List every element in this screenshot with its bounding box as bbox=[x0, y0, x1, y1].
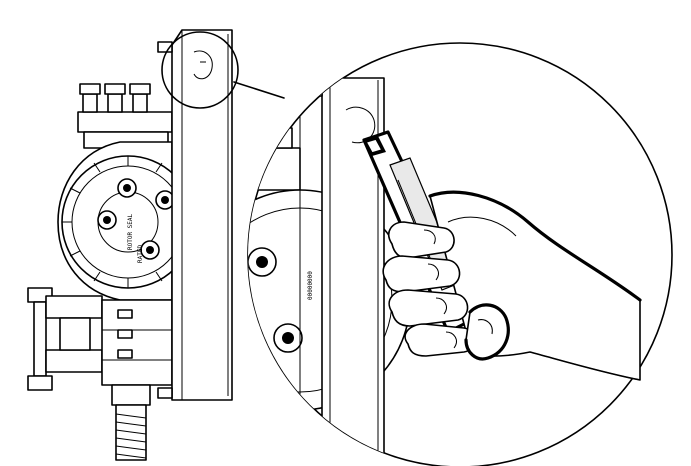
magnified-detail: 00000000 bbox=[190, 43, 672, 466]
svg-text:ROTOR SEAL: ROTOR SEAL bbox=[127, 213, 134, 250]
threaded-fitting bbox=[112, 385, 150, 460]
svg-text:00000000: 00000000 bbox=[307, 271, 314, 300]
callout-leader-line bbox=[234, 82, 284, 98]
pump-assembly: ROTOR SEAL RATED 00000000 bbox=[28, 30, 284, 460]
lower-manifold bbox=[28, 288, 172, 390]
svg-text:RATED: RATED bbox=[137, 245, 144, 263]
valve-fittings-top bbox=[78, 84, 172, 148]
